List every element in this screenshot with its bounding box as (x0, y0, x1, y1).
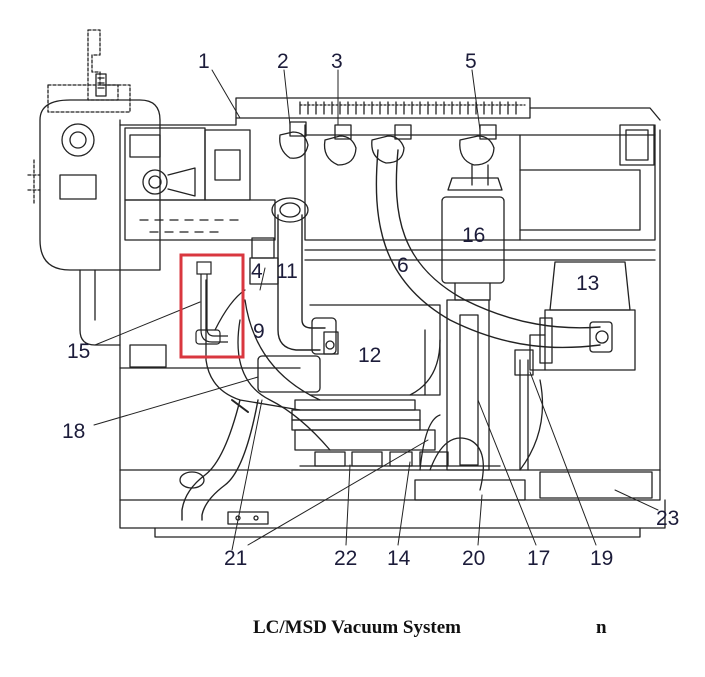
callout-13: 13 (576, 272, 599, 295)
callout-23: 23 (656, 507, 679, 530)
pump-13-body (529, 261, 636, 371)
figure-caption-title: LC/MSD Vacuum System (253, 617, 461, 638)
chassis (119, 119, 666, 538)
component-4-box (249, 237, 279, 285)
callout-17: 17 (527, 547, 550, 570)
callout-5: 5 (465, 50, 477, 73)
transfer-hose-11 (271, 197, 339, 355)
callout-15: 15 (67, 340, 90, 363)
component-18-block (231, 355, 321, 413)
leader-lines (93, 69, 659, 551)
figure-caption-suffix: n (596, 617, 607, 638)
highlight-box (179, 253, 245, 359)
callout-22: 22 (334, 547, 357, 570)
top-knob-screw (95, 73, 107, 97)
callout-18: 18 (62, 420, 85, 443)
foreline-hose-6 (375, 149, 613, 353)
callout-4: 4 (251, 260, 263, 283)
callout-11: 11 (276, 260, 298, 283)
lower-manifold (291, 399, 501, 467)
callout-16: 16 (462, 224, 485, 247)
callout-14: 14 (387, 547, 411, 570)
callout-12: 12 (358, 344, 381, 367)
valve-clamps (279, 121, 503, 191)
callout-3: 3 (331, 50, 343, 73)
callout-19: 19 (590, 547, 613, 570)
top-cover (119, 97, 661, 126)
pump-16-body (441, 196, 505, 301)
callout-2: 2 (277, 50, 289, 73)
callout-labels: 1 2 3 4 5 6 9 11 12 13 14 15 16 17 18 19… (62, 50, 679, 570)
left-housing (39, 99, 161, 346)
callout-1: 1 (198, 50, 210, 73)
drain-hose (179, 399, 259, 521)
manifold-box (304, 124, 656, 261)
highlight-contents (195, 261, 228, 345)
top-knob-outline (27, 29, 131, 206)
source-block (124, 127, 276, 241)
callout-20: 20 (462, 547, 485, 570)
callout-6: 6 (397, 254, 409, 277)
callout-9: 9 (253, 320, 265, 343)
tubes-17-19 (446, 299, 534, 471)
callout-21: 21 (224, 547, 247, 570)
